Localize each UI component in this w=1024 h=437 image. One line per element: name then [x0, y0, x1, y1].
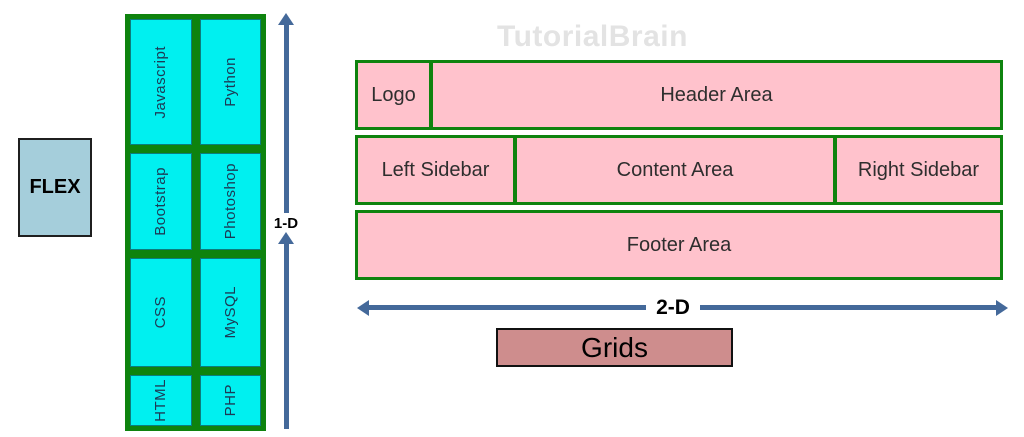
flex-cell-label: Python [221, 57, 239, 107]
flex-cell-mysql: MySQL [199, 258, 261, 367]
one-d-arrow-up-icon [278, 232, 294, 244]
two-d-arrow-right-line [700, 305, 997, 310]
flex-cell-label: MySQL [221, 286, 239, 339]
flex-cell-photoshop: Photoshop [199, 153, 261, 250]
flex-cell-label: Bootstrap [152, 167, 170, 236]
grid-cell-footer-area: Footer Area [626, 233, 732, 256]
one-d-arrow-lower-line [284, 243, 289, 429]
flex-cell-label: Photoshop [221, 163, 239, 240]
grid-row-header: Logo Header Area [355, 60, 1003, 130]
flex-label-box: FLEX [18, 138, 92, 237]
grid-cell-left-sidebar: Left Sidebar [381, 158, 490, 181]
flex-cell-bootstrap: Bootstrap [130, 153, 192, 250]
grid-cell-content-area: Content Area [513, 138, 833, 202]
grids-caption-box: Grids [496, 328, 733, 367]
flex-cell-label: PHP [221, 384, 239, 417]
flex-column-grid: Javascript Python Bootstrap Photoshop CS… [125, 14, 266, 431]
two-d-label: 2-D [656, 296, 690, 319]
two-d-arrow-left-line [368, 305, 646, 310]
flex-cell-label: Javascript [152, 45, 170, 119]
tutorialbrain-watermark: TutorialBrain [497, 20, 688, 53]
two-d-arrow-right-icon [996, 300, 1008, 316]
grid-row-middle: Left Sidebar Content Area Right Sidebar [355, 135, 1003, 205]
flex-cell-javascript: Javascript [130, 19, 192, 145]
flex-cell-label: CSS [152, 296, 170, 329]
grid-cell-right-sidebar: Right Sidebar [833, 138, 1000, 202]
one-d-label: 1-D [273, 215, 299, 232]
flex-cell-html: HTML [130, 375, 192, 426]
grid-cell-logo: Logo [371, 83, 416, 106]
flex-cell-label: HTML [152, 379, 170, 422]
flex-cell-css: CSS [130, 258, 192, 367]
one-d-arrow-up-icon [278, 13, 294, 25]
flex-cell-php: PHP [199, 375, 261, 426]
flex-cell-python: Python [199, 19, 261, 145]
one-d-arrow-upper-line [284, 23, 289, 213]
grid-cell-header-area: Header Area [429, 63, 1000, 127]
two-d-arrow-left-icon [357, 300, 369, 316]
grid-row-footer: Footer Area [355, 210, 1003, 280]
